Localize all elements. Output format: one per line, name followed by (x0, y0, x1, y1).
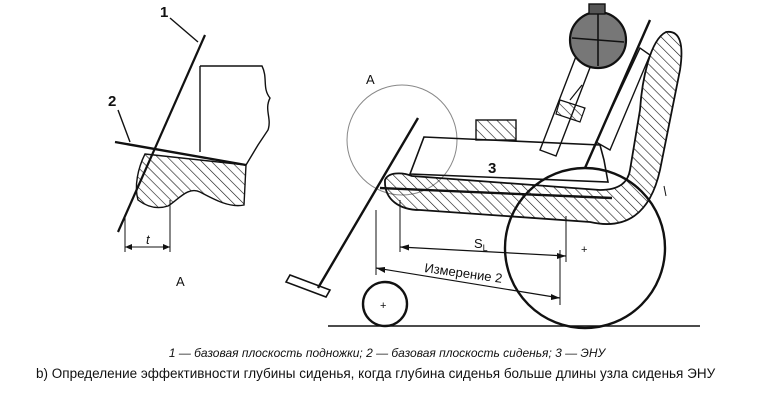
detail-view-a (114, 17, 271, 252)
leader-2 (117, 109, 131, 143)
wheelchair-drawing: + + (284, 3, 700, 330)
dimension-t-label: t (146, 232, 151, 247)
detail-a-label: A (176, 274, 185, 289)
seat-unit-box (408, 136, 609, 183)
seat-top-block (475, 119, 517, 141)
figure-caption: 1 — базовая плоскость подножки; 2 — базо… (168, 346, 606, 360)
component-3-label: 3 (488, 160, 496, 177)
footrest-line (316, 117, 420, 289)
seat-depth-diagram: 1 2 t A + + (108, 3, 700, 330)
svg-text:+: + (581, 244, 587, 256)
figure-description-paragraph: b) Определение эффективности глубины сид… (36, 366, 716, 381)
caster-wheel (361, 280, 409, 328)
seat-plane-line (379, 186, 613, 200)
footplate (284, 274, 332, 298)
occupant-thigh-hatched (384, 31, 683, 225)
backrest-frame (583, 19, 652, 169)
callout-1-label: 1 (160, 4, 168, 21)
view-a-label: A (366, 72, 375, 87)
dimension-sl-label: SL (474, 236, 488, 253)
footrest-base-plane-line (116, 34, 207, 233)
callout-2-label: 2 (108, 93, 116, 110)
seat-base-plane-line (114, 140, 247, 167)
leader-1 (169, 17, 199, 43)
svg-text:+: + (380, 300, 386, 312)
cushion-hatched (135, 153, 247, 209)
seat-block-outline (200, 65, 271, 166)
